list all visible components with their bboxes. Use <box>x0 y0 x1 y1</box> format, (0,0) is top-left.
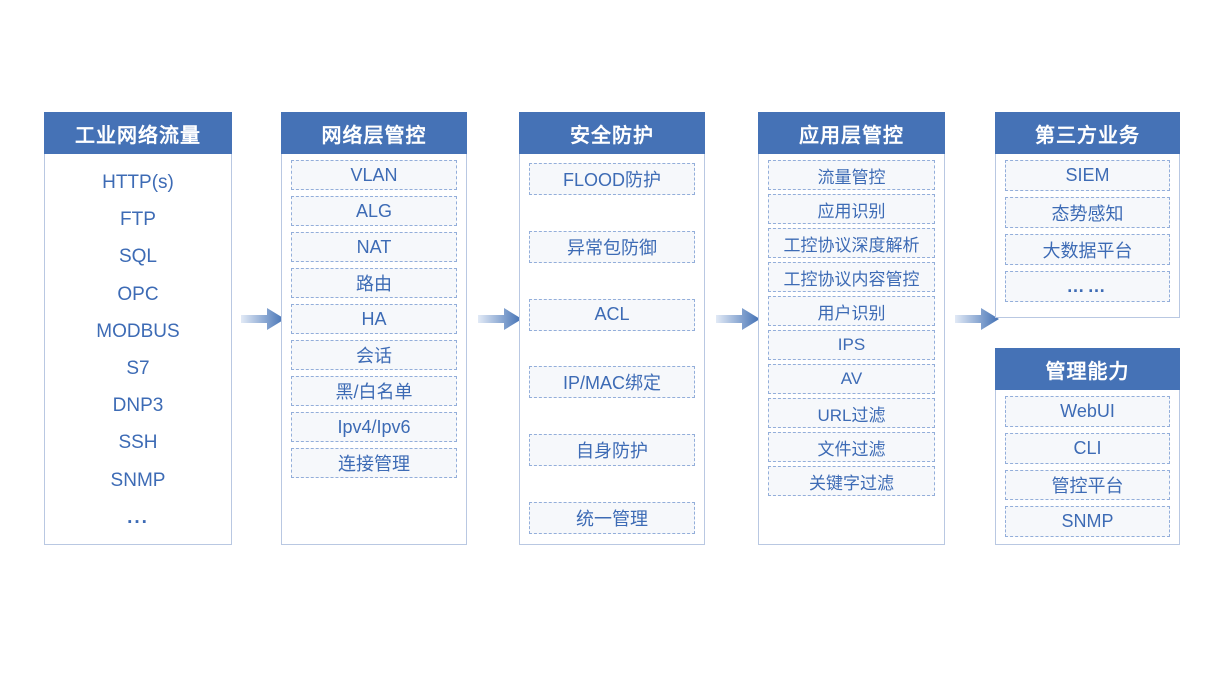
list-item[interactable]: 应用识别 <box>768 194 935 224</box>
column-title-text: 工业网络流量 <box>75 124 201 147</box>
list-item[interactable]: 会话 <box>291 340 457 370</box>
list-item[interactable]: SIEM <box>1005 160 1170 191</box>
arrow-traffic-to-network <box>241 306 285 332</box>
list-item[interactable]: IPS <box>768 330 935 360</box>
column-body-third-party-business: SIEM 态势感知 大数据平台 …… <box>995 154 1180 318</box>
list-item[interactable]: 统一管理 <box>529 501 695 534</box>
column-body-application-layer-control: 流量管控 应用识别 工控协议深度解析 工控协议内容管控 用户识别 IPS AV … <box>758 154 945 545</box>
list-item[interactable]: ACL <box>529 298 695 331</box>
list-item[interactable]: FLOOD防护 <box>529 163 695 195</box>
column-management-capability: 管理能力 WebUI CLI 管控平台 SNMP <box>995 348 1180 545</box>
list-item[interactable]: VLAN <box>291 160 457 190</box>
list-item[interactable]: NAT <box>291 232 457 262</box>
list-item: SNMP <box>110 469 166 491</box>
list-item[interactable]: HA <box>291 304 457 334</box>
column-security-protection: 安全防护 FLOOD防护 异常包防御 ACL IP/MAC绑定 自身防护 统一管… <box>519 112 705 545</box>
list-item: SQL <box>118 246 158 268</box>
column-body-network-layer-control: VLAN ALG NAT 路由 HA 会话 黑/白名单 Ipv4/Ipv6 连接… <box>281 154 467 545</box>
list-item: SSH <box>118 432 158 454</box>
list-item: HTTP(s) <box>102 172 174 194</box>
list-item[interactable]: SNMP <box>1005 506 1170 537</box>
column-body-industrial-network-traffic: HTTP(s) FTP SQL OPC MODBUS S7 DNP3 SSH S… <box>44 154 232 545</box>
column-network-layer-control: 网络层管控 VLAN ALG NAT 路由 HA 会话 黑/白名单 Ipv4/I… <box>281 112 467 545</box>
column-title-text: 应用层管控 <box>799 124 904 147</box>
list-item[interactable]: CLI <box>1005 432 1170 464</box>
list-item-ellipsis[interactable]: …… <box>1005 271 1170 302</box>
list-item-ellipsis: ... <box>127 506 149 528</box>
list-item: MODBUS <box>96 320 180 342</box>
arrow-security-to-application <box>716 306 760 332</box>
column-body-security-protection: FLOOD防护 异常包防御 ACL IP/MAC绑定 自身防护 统一管理 <box>519 154 705 545</box>
list-item[interactable]: WebUI <box>1005 396 1170 427</box>
list-item[interactable]: IP/MAC绑定 <box>529 366 695 399</box>
list-item[interactable]: 工控协议深度解析 <box>768 228 935 258</box>
list-item: OPC <box>117 283 159 305</box>
list-item[interactable]: 异常包防御 <box>529 230 695 263</box>
list-item[interactable]: 用户识别 <box>768 296 935 326</box>
arrow-application-to-thirdparty <box>955 306 999 332</box>
list-item[interactable]: URL过滤 <box>768 398 935 428</box>
list-item[interactable]: AV <box>768 364 935 394</box>
list-item[interactable]: 流量管控 <box>768 160 935 190</box>
column-industrial-network-traffic: 工业网络流量 HTTP(s) FTP SQL OPC MODBUS S7 DNP… <box>44 112 232 545</box>
column-header-application-layer-control: 应用层管控 <box>758 112 945 154</box>
column-title-text: 网络层管控 <box>321 124 427 147</box>
column-application-layer-control: 应用层管控 流量管控 应用识别 工控协议深度解析 工控协议内容管控 用户识别 I… <box>758 112 945 545</box>
column-title-text: 管理能力 <box>1045 360 1130 383</box>
list-item[interactable]: 工控协议内容管控 <box>768 262 935 292</box>
list-item: FTP <box>120 209 156 231</box>
list-item[interactable]: 连接管理 <box>291 448 457 478</box>
list-item: S7 <box>126 358 150 380</box>
list-item[interactable]: 管控平台 <box>1005 469 1170 501</box>
list-item[interactable]: 关键字过滤 <box>768 466 935 496</box>
list-item[interactable]: 文件过滤 <box>768 432 935 462</box>
list-item[interactable]: ALG <box>291 196 457 226</box>
list-item[interactable]: Ipv4/Ipv6 <box>291 412 457 442</box>
column-header-network-layer-control: 网络层管控 <box>281 112 467 154</box>
column-header-management-capability: 管理能力 <box>995 348 1180 390</box>
list-item[interactable]: 自身防护 <box>529 434 695 467</box>
column-title-text: 第三方业务 <box>1035 124 1140 147</box>
list-item[interactable]: 黑/白名单 <box>291 376 457 406</box>
column-title-text: 安全防护 <box>570 124 654 147</box>
list-item[interactable]: 大数据平台 <box>1005 234 1170 265</box>
arrow-network-to-security <box>478 306 522 332</box>
list-item[interactable]: 态势感知 <box>1005 197 1170 228</box>
list-item[interactable]: 路由 <box>291 268 457 298</box>
column-body-management-capability: WebUI CLI 管控平台 SNMP <box>995 390 1180 545</box>
column-header-third-party-business: 第三方业务 <box>995 112 1180 154</box>
column-header-industrial-network-traffic: 工业网络流量 <box>44 112 232 154</box>
column-third-party-business: 第三方业务 SIEM 态势感知 大数据平台 …… <box>995 112 1180 318</box>
column-header-security-protection: 安全防护 <box>519 112 705 154</box>
list-item: DNP3 <box>112 395 164 417</box>
